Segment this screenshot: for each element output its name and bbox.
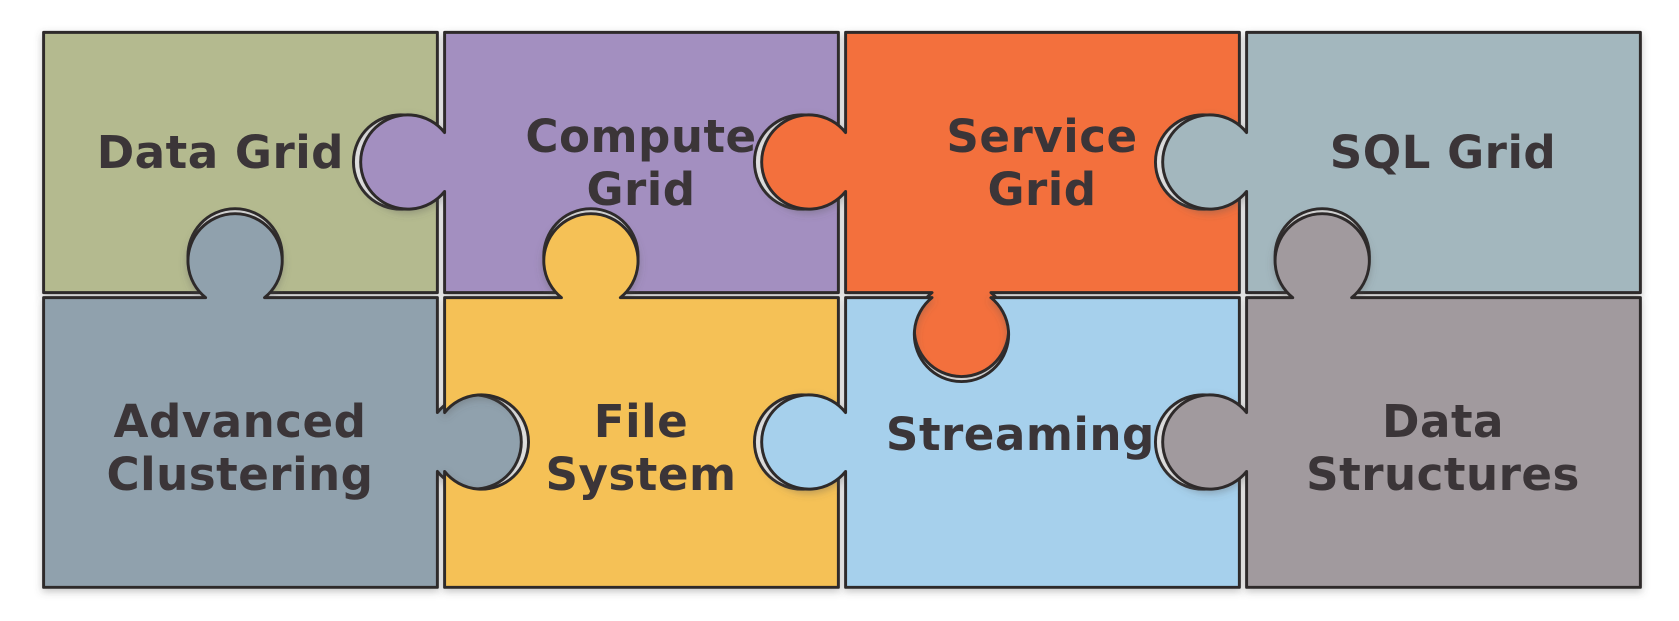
data-grid-shape xyxy=(42,30,439,295)
sql-grid-label: SQL Grid xyxy=(1330,126,1556,179)
puzzle-piece-streaming: Streaming xyxy=(760,296,1241,589)
service-grid-label-line2: Grid xyxy=(987,163,1096,216)
data-grid-label: Data Grid xyxy=(97,126,344,179)
advanced-clustering-label-line1: Advanced xyxy=(114,395,367,448)
service-grid-shape xyxy=(760,30,1241,378)
puzzle-piece-data-structures: Data Structures xyxy=(1161,212,1642,589)
puzzle-piece-service-grid: Service Grid xyxy=(760,30,1241,378)
advanced-clustering-label-line2: Clustering xyxy=(107,448,374,501)
data-structures-label-line2: Structures xyxy=(1306,448,1580,501)
data-structures-shape xyxy=(1161,212,1642,589)
service-grid-label-line1: Service xyxy=(946,110,1137,163)
puzzle-piece-advanced-clustering: Advanced Clustering xyxy=(42,212,523,589)
file-system-label-line2: System xyxy=(545,448,736,501)
puzzle-piece-compute-grid: Compute Grid xyxy=(359,30,840,295)
puzzle-piece-data-grid: Data Grid xyxy=(42,30,439,295)
compute-grid-shape xyxy=(359,30,840,295)
compute-grid-label-line1: Compute xyxy=(525,110,756,163)
puzzle-piece-sql-grid: SQL Grid xyxy=(1161,30,1642,295)
advanced-clustering-shape xyxy=(42,212,523,589)
streaming-shape xyxy=(760,296,1241,589)
data-structures-label-line1: Data xyxy=(1382,395,1504,448)
file-system-shape xyxy=(443,212,840,589)
streaming-label: Streaming xyxy=(886,408,1155,461)
puzzle-piece-file-system: File System xyxy=(443,212,840,589)
file-system-label-line1: File xyxy=(594,395,688,448)
compute-grid-label-line2: Grid xyxy=(586,163,695,216)
